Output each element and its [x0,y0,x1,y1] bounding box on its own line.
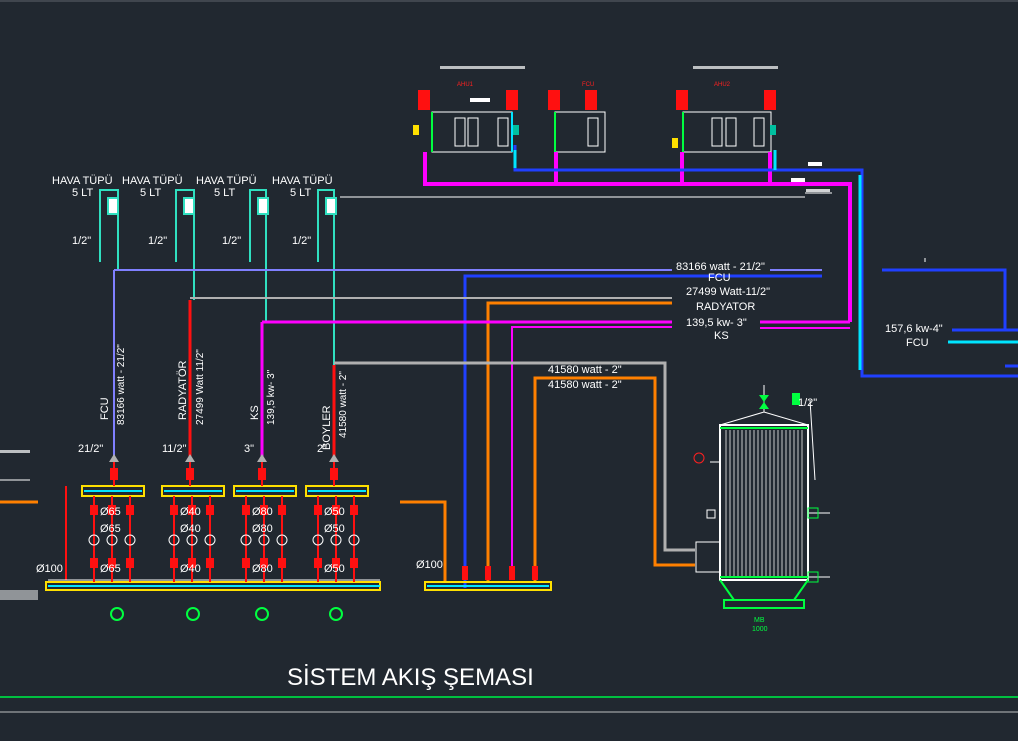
fcu-unit-label: FCU [582,82,594,88]
risers [109,270,339,462]
right-header-size: Ø100 [416,559,443,571]
pump-assemblies [81,462,369,582]
circuit-4-name: BOYLER [321,405,333,450]
fcu-line-name: FCU [708,272,731,284]
air-vent-1-pipe: 1/2" [72,235,91,247]
pump-assembly-2[interactable] [161,462,225,582]
circuit-2-name: RADYATÖR [177,360,189,420]
valve-size-2-1: Ø40 [180,506,201,518]
valve-size-4-2: Ø50 [324,523,345,535]
valve-size-2-2: Ø40 [180,523,201,535]
top-units-group: AHU1 FCU AHU2 [413,66,1018,378]
boyler-line-2-label: 41580 watt - 2" [548,379,622,391]
circuit-2-load: 27499 Watt 11/2" [195,349,206,425]
circuit-3-load: 139,5 kw- 3" [266,369,277,425]
boiler-capacity: 1000 [752,626,768,633]
left-collector [0,450,381,600]
circuit-markers [110,607,343,621]
right-fcu-line-name: FCU [906,337,929,349]
air-vent-3-volume: 5 LT [214,187,235,199]
circuit-3-name: KS [249,405,261,420]
right-fcu-line-label: 157,6 kw-4" [885,323,943,335]
air-vent-4-pipe: 1/2" [292,235,311,247]
air-vent-4-volume: 5 LT [290,187,311,199]
air-vent-1-volume: 5 LT [72,187,93,199]
pump-assembly-4[interactable] [305,462,369,582]
valve-size-3-1: Ø80 [252,506,273,518]
boiler-name: MB [754,617,765,624]
circuit-4-load: 41580 watt - 2" [338,371,349,438]
air-vent-2-volume: 5 LT [140,187,161,199]
air-vent-4-label: HAVA TÜPÜ [272,175,333,187]
air-vent-2-pipe: 1/2" [148,235,167,247]
valve-size-1-3: Ø65 [100,563,121,575]
pump-assembly-1[interactable] [81,462,145,582]
left-header-size: Ø100 [36,563,63,575]
circuit-1-size: 21/2" [78,443,103,455]
circuit-4-size: 2" [317,443,327,455]
ks-line-name: KS [714,330,729,342]
circuit-3-size: 3" [244,443,254,455]
circuit-1-name: FCU [99,397,111,420]
air-vent-2-label: HAVA TÜPÜ [122,175,183,187]
fcu-unit[interactable] [548,90,606,153]
rad-line-name: RADYATOR [696,301,755,313]
valve-size-2-3: Ø40 [180,563,201,575]
circuit-1-load: 83166 watt - 21/2" [116,344,127,425]
ahu1-unit[interactable] [413,90,519,153]
air-vent-3-pipe: 1/2" [222,235,241,247]
distribution-lines [114,258,1018,588]
ahu2-unit[interactable] [672,90,776,153]
drawing-title: SİSTEM AKIŞ ŞEMASI [287,664,534,691]
air-vents-group: HAVA TÜPÜ 5 LT 1/2" HAVA TÜPÜ 5 LT 1/2" … [52,175,805,365]
ahu2-label: AHU2 [714,82,731,88]
boiler-connection-size: 1/2" [798,397,817,409]
air-vent-1-label: HAVA TÜPÜ [52,175,113,187]
right-header [400,500,552,591]
ks-line-label: 139,5 kw- 3" [686,317,747,329]
valve-size-1-1: Ø65 [100,506,121,518]
boyler-line-1-label: 41580 watt - 2" [548,364,622,376]
valve-size-4-1: Ø50 [324,506,345,518]
valve-size-3-3: Ø80 [252,563,273,575]
valve-size-3-2: Ø80 [252,523,273,535]
boiler-tank[interactable] [693,385,830,609]
valve-size-1-2: Ø65 [100,523,121,535]
circuit-2-size: 11/2" [162,443,187,455]
rad-line-label: 27499 Watt-11/2" [686,286,770,298]
pump-assembly-3[interactable] [233,462,297,582]
valve-size-4-3: Ø50 [324,563,345,575]
air-vent-3-label: HAVA TÜPÜ [196,175,257,187]
fcu-line-label: 83166 watt - 21/2" [676,261,765,273]
ahu1-label: AHU1 [457,82,474,88]
